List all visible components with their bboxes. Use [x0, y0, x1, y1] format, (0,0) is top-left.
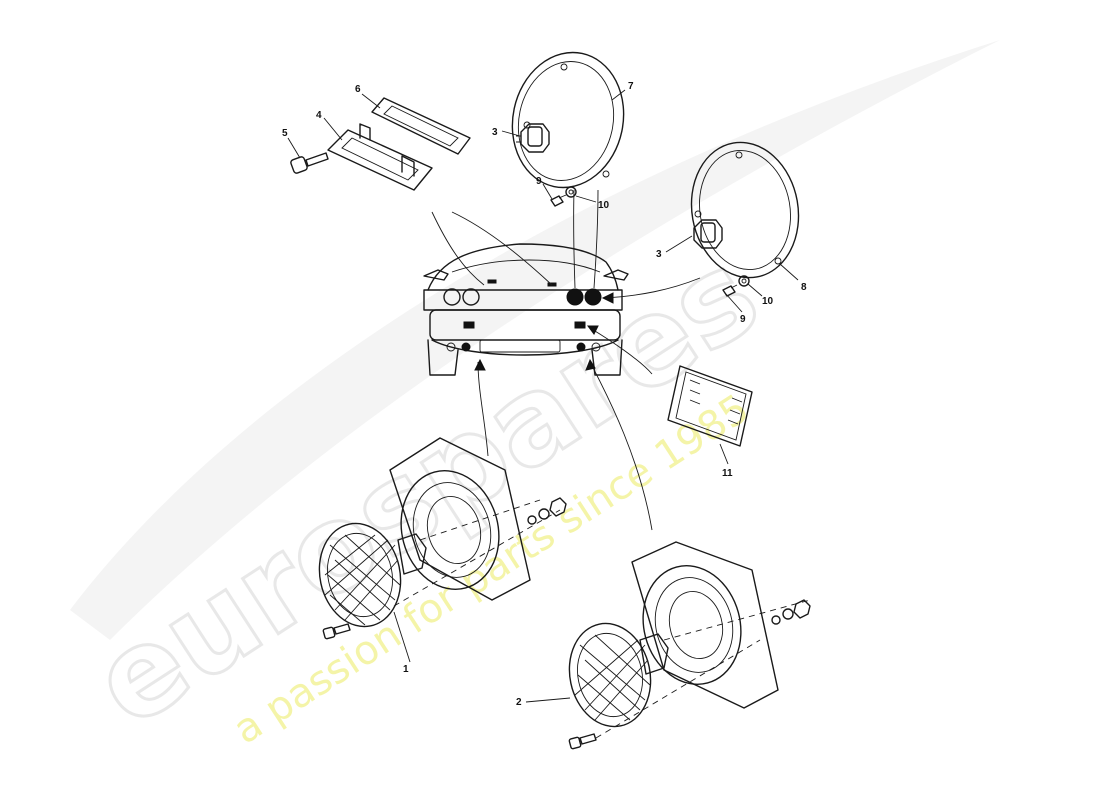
part-10-nut-upper[interactable] — [565, 186, 577, 198]
callout-9-right: 9 — [740, 314, 746, 325]
callout-11: 11 — [722, 468, 733, 479]
part-9-screw-right[interactable] — [722, 284, 738, 297]
part-11-reflector[interactable] — [667, 365, 753, 447]
part-3-bulb-holder-upper[interactable] — [516, 123, 550, 153]
part-8-lamp-ring[interactable] — [681, 134, 809, 286]
callout-10-upper: 10 — [598, 200, 610, 211]
part-10-nut-right[interactable] — [738, 275, 750, 287]
callout-4: 4 — [316, 110, 322, 121]
part-5-screw[interactable] — [290, 152, 329, 174]
part-3-bulb-holder-right[interactable] — [693, 219, 723, 249]
callout-5: 5 — [282, 128, 288, 139]
callout-8: 8 — [801, 282, 807, 293]
callout-7: 7 — [628, 81, 634, 92]
callout-6: 6 — [355, 84, 361, 95]
part-2-lamp-assembly[interactable] — [560, 541, 811, 750]
pointer-lines — [431, 189, 701, 531]
part-1-lamp-assembly[interactable] — [310, 437, 567, 640]
part-6-gasket[interactable] — [371, 97, 471, 155]
watermark-swoosh — [70, 40, 1000, 640]
callout-3-upper: 3 — [492, 127, 498, 138]
part-7-lamp-ring[interactable] — [500, 42, 636, 198]
part-4-mounting-bracket[interactable] — [327, 123, 433, 191]
callout-3-right: 3 — [656, 249, 662, 260]
part-9-screw-upper[interactable] — [550, 194, 567, 207]
callout-labels: 5 4 6 7 3 9 10 3 8 10 9 11 1 2 — [282, 81, 807, 708]
leader-lines — [287, 89, 799, 703]
callout-10-right: 10 — [762, 296, 774, 307]
callout-1: 1 — [403, 664, 409, 675]
watermark: eurospares a passion for parts since 198… — [69, 40, 1000, 756]
car-rear-view — [423, 243, 629, 376]
callout-2: 2 — [516, 697, 522, 708]
callout-9-upper: 9 — [536, 176, 542, 187]
